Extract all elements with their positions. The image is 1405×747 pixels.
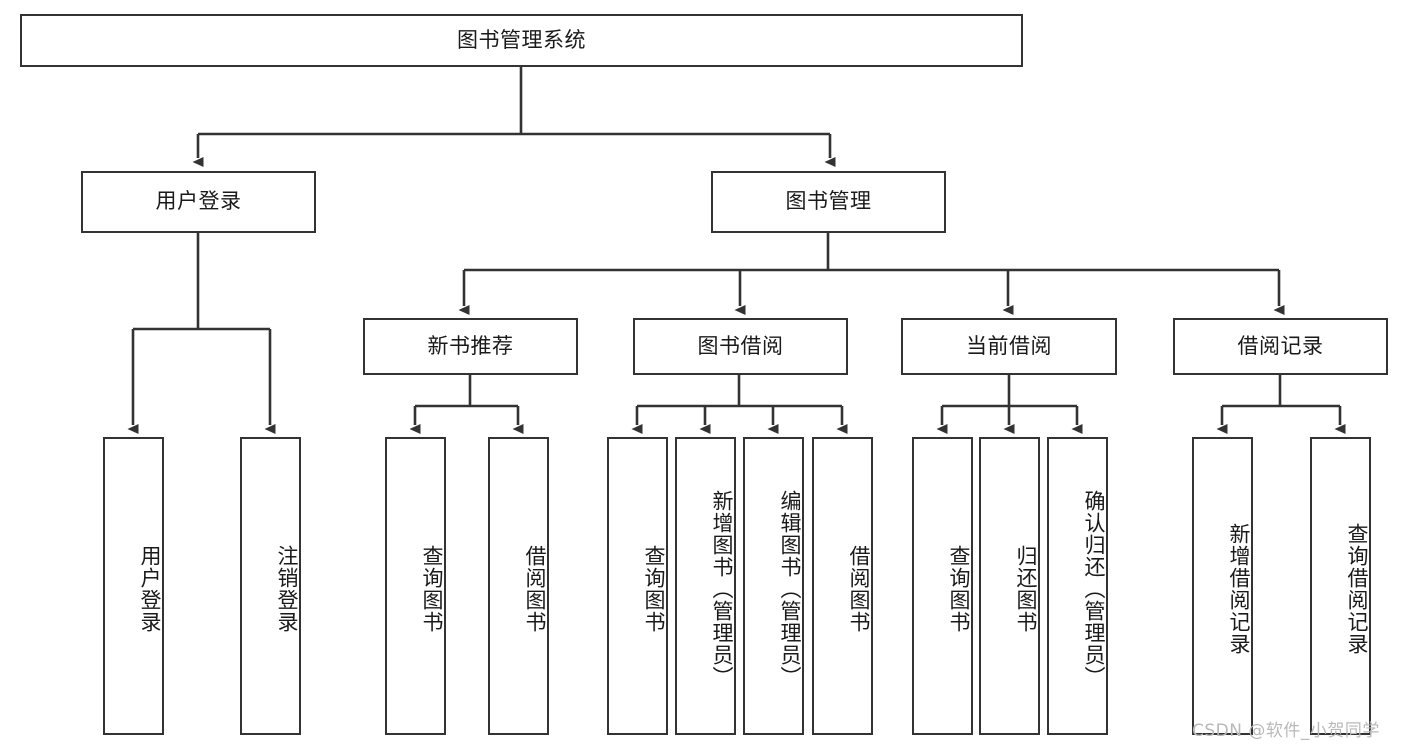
node-label: 当前借阅	[966, 333, 1052, 358]
node-label: 编辑图书（管理员）	[778, 490, 802, 688]
leaf-borrow-borrow-book[interactable]: 借阅图书	[812, 437, 873, 735]
node-book-management[interactable]: 图书管理	[711, 171, 946, 233]
node-book-borrow[interactable]: 图书借阅	[633, 318, 848, 375]
leaf-new-book-borrow[interactable]: 借阅图书	[488, 437, 549, 735]
leaf-current-return-book[interactable]: 归还图书	[979, 437, 1040, 735]
node-current-borrow[interactable]: 当前借阅	[901, 318, 1117, 375]
node-label: 用户登录	[138, 545, 162, 633]
node-label: 查询图书	[947, 545, 971, 633]
node-label: 新增借阅记录	[1227, 523, 1251, 655]
leaf-user-login-signin[interactable]: 用户登录	[103, 437, 164, 735]
csdn-watermark: CSDN @软件_小贺同学	[1192, 716, 1380, 741]
leaf-user-login-signout[interactable]: 注销登录	[240, 437, 301, 735]
node-root-system[interactable]: 图书管理系统	[20, 14, 1023, 67]
node-label: 借阅图书	[847, 545, 871, 633]
leaf-borrow-edit-book-admin[interactable]: 编辑图书（管理员）	[743, 437, 804, 735]
leaf-record-add-record[interactable]: 新增借阅记录	[1192, 437, 1253, 735]
node-label: 图书借阅	[697, 333, 784, 358]
node-borrow-record[interactable]: 借阅记录	[1173, 318, 1388, 375]
node-label: 查询借阅记录	[1345, 523, 1369, 655]
leaf-record-query-record[interactable]: 查询借阅记录	[1310, 437, 1371, 735]
node-label: 查询图书	[420, 545, 444, 633]
node-label: 借阅图书	[523, 545, 547, 633]
node-label: 用户登录	[155, 189, 242, 214]
leaf-new-book-query[interactable]: 查询图书	[385, 437, 446, 735]
node-label: 注销登录	[275, 545, 299, 633]
node-label: 查询图书	[642, 545, 666, 633]
node-label: 图书管理	[785, 189, 872, 214]
node-label: 借阅记录	[1237, 333, 1324, 358]
node-label: 图书管理系统	[457, 27, 586, 52]
node-label: 确认归还（管理员）	[1082, 490, 1106, 688]
leaf-current-query-book[interactable]: 查询图书	[912, 437, 973, 735]
node-label: 归还图书	[1014, 545, 1038, 633]
leaf-borrow-add-book-admin[interactable]: 新增图书（管理员）	[675, 437, 736, 735]
node-label: 新增图书（管理员）	[710, 490, 734, 688]
node-user-login[interactable]: 用户登录	[81, 171, 316, 233]
node-new-book-recommend[interactable]: 新书推荐	[363, 318, 578, 375]
watermark-text: CSDN @软件_小贺同学	[1192, 721, 1380, 741]
node-label: 新书推荐	[427, 333, 514, 358]
leaf-borrow-query-book[interactable]: 查询图书	[607, 437, 668, 735]
leaf-current-confirm-return-admin[interactable]: 确认归还（管理员）	[1047, 437, 1108, 735]
